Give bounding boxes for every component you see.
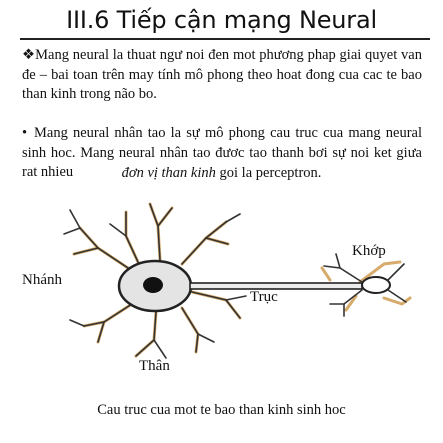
label-body: Thân	[139, 358, 170, 374]
title-underline	[20, 38, 430, 40]
neuron-diagram	[63, 202, 412, 359]
label-dendrite: Nhánh	[22, 272, 62, 288]
label-axon: Trục	[250, 289, 278, 305]
emphasis-text: đơn vị than kinh	[121, 165, 216, 181]
dot-bullet-icon: •	[22, 125, 28, 141]
paragraph-2-text: Mang neural nhân tao la sự mô phong cau …	[22, 125, 422, 180]
diamond-bullet-icon: ❖	[22, 47, 36, 63]
paragraph-1: ❖Mang neural la thuat ngư noi đen mot ph…	[22, 46, 422, 105]
axon-terminals	[323, 253, 407, 317]
nucleus	[143, 277, 163, 293]
dendrites	[63, 203, 247, 359]
paragraph-1-text: Mang neural la thuat ngư noi đen mot phư…	[22, 47, 422, 102]
paragraph-2: •Mang neural nhân tao la sự mô phong cau…	[22, 124, 422, 183]
slide-title: III.6 Tiếp cận mạng Neural	[66, 6, 377, 34]
paragraph-3: đơn vị than kinh goi la perceptron.	[20, 164, 423, 184]
label-synapse: Khớp	[352, 243, 386, 259]
synapse-terminal	[361, 276, 391, 294]
paragraph-3-text: goi la perceptron.	[215, 165, 322, 181]
diagram-caption: Cau truc cua mot te bao than kinh sinh h…	[97, 402, 346, 418]
